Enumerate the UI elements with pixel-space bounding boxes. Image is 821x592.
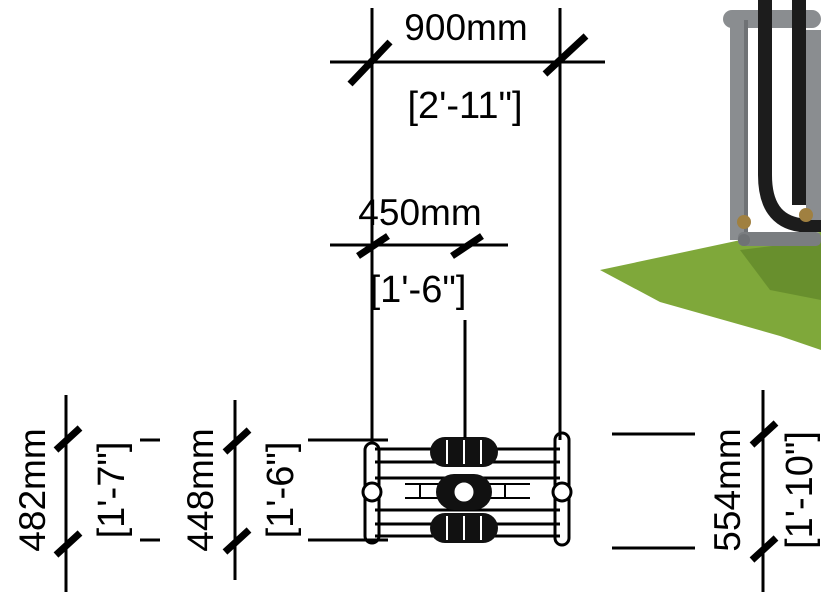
- overall-width-metric: 900mm: [404, 7, 527, 48]
- equipment-plan-view: [361, 431, 573, 547]
- grass-shadow: [740, 240, 821, 300]
- left-pivot: [361, 481, 383, 503]
- middle-depth-imperial: [1'-6"]: [260, 442, 302, 539]
- right-depth-dimension: [612, 390, 779, 592]
- overall-width-imperial: [2'-11"]: [407, 85, 522, 127]
- inner-width-imperial: [1'-6"]: [370, 269, 467, 311]
- inner-width-dimension: [330, 233, 508, 438]
- left-depth-dimension: [53, 395, 160, 592]
- right-pivot: [551, 481, 573, 503]
- product-photo: [600, 0, 821, 350]
- right-depth-metric: 554mm: [707, 428, 748, 551]
- equipment-frame: [723, 0, 821, 246]
- right-depth-imperial: [1'-10"]: [779, 431, 821, 549]
- middle-depth-metric: 448mm: [180, 428, 221, 551]
- left-depth-imperial: [1'-7"]: [91, 442, 133, 539]
- middle-depth-dimension: [222, 400, 388, 580]
- foot-pad-bottom: [430, 513, 498, 543]
- left-depth-metric: 482mm: [12, 428, 53, 551]
- overall-width-dimension: [330, 8, 605, 440]
- foot-pad-middle: [436, 474, 492, 510]
- foot-pad-top: [430, 437, 498, 467]
- inner-width-metric: 450mm: [358, 192, 481, 233]
